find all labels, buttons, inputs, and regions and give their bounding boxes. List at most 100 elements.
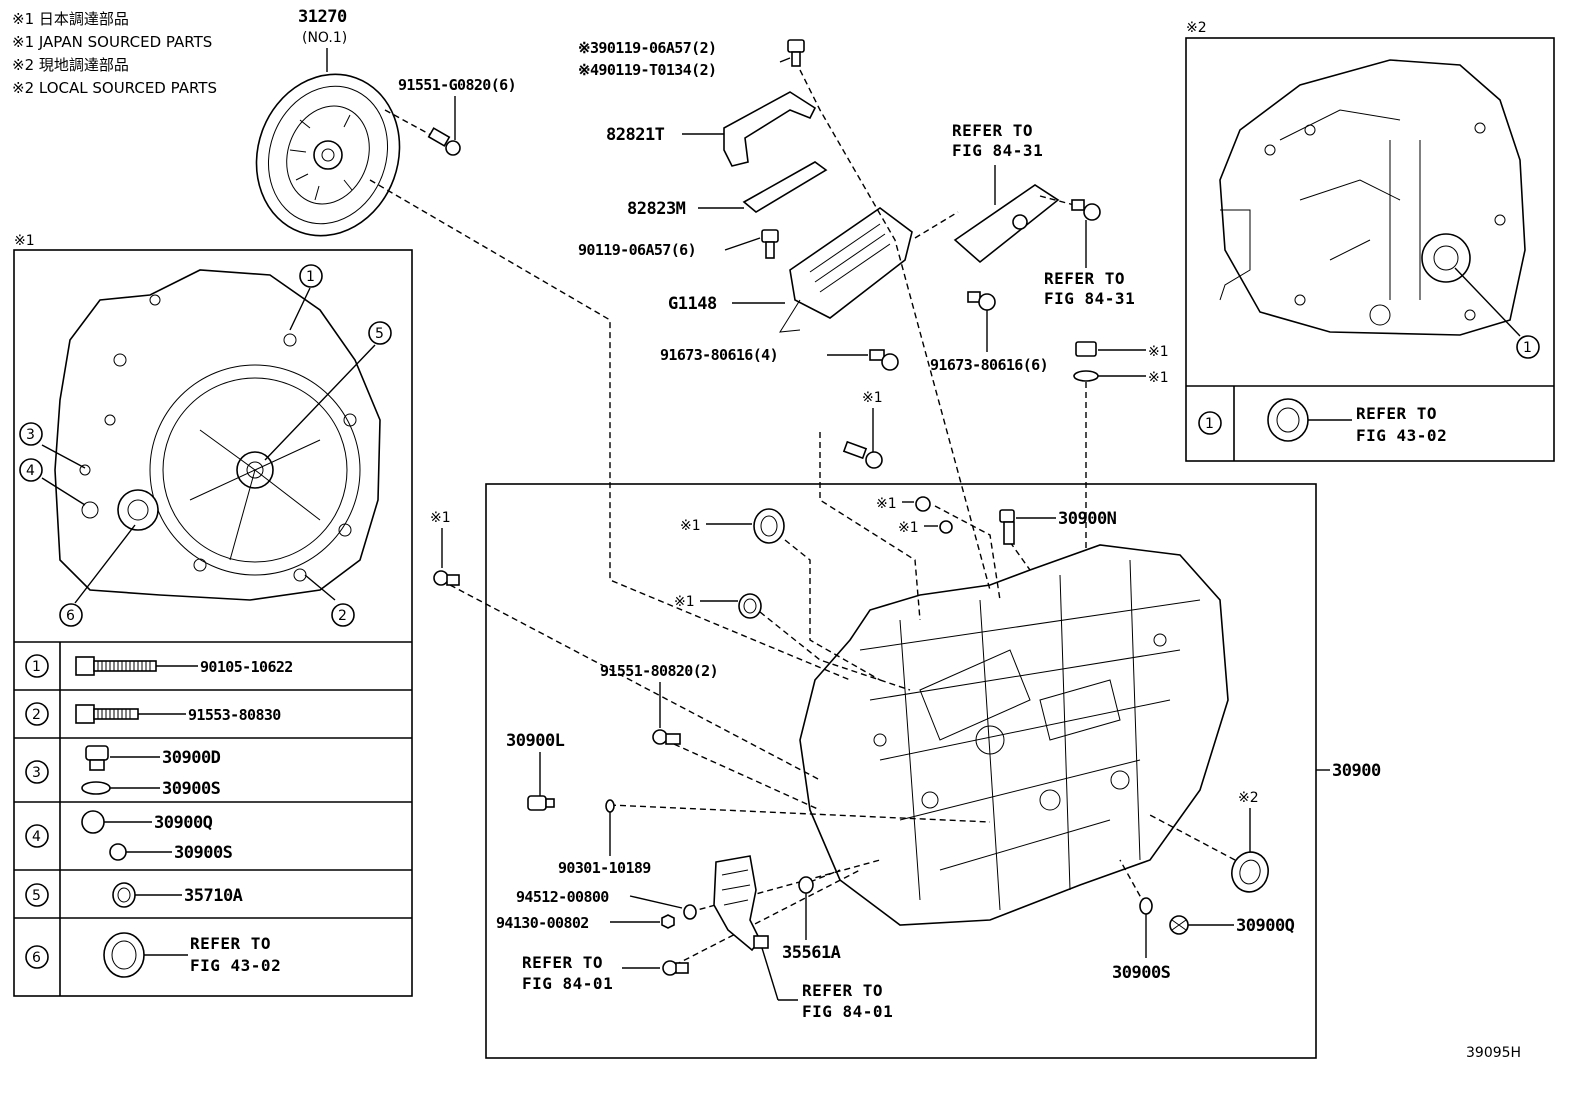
label-g1148[interactable]: G1148 [668, 294, 717, 314]
clutch-part-number[interactable]: 31270 [298, 7, 347, 27]
left-table-row-1[interactable]: 1 90105-10622 [25, 654, 293, 678]
svg-text:3: 3 [32, 765, 41, 781]
washer-marked-1b[interactable]: ※1 ※1 [876, 496, 953, 536]
label-30900l[interactable]: 30900L [506, 731, 565, 751]
row6-refer-to[interactable]: REFER TO [190, 934, 271, 953]
plate-82823m[interactable]: 82823M [627, 161, 828, 219]
refer-to-top[interactable]: REFER TO [952, 121, 1033, 140]
sourcing-notes: ※1 日本調達部品 ※1 JAPAN SOURCED PARTS ※2 現地調達… [12, 10, 217, 97]
svg-text:6: 6 [66, 608, 75, 624]
bolt-91551-80820[interactable]: 91551-80820(2) [600, 662, 719, 745]
left-table-row-4[interactable]: 4 30900Q 30900S [25, 810, 233, 863]
callout-1[interactable] [299, 264, 323, 288]
svg-text:5: 5 [32, 888, 41, 904]
bolt-91551-g0820[interactable]: 91551-G0820(6) [384, 76, 517, 156]
right-callout-1[interactable]: 1 [1454, 267, 1540, 359]
refer-to-mid[interactable]: REFER TO [1044, 269, 1125, 288]
label-390119[interactable]: ※390119-06A57(2) [578, 39, 717, 57]
left-table-row-6[interactable]: 6 REFER TO FIG 43-02 [25, 932, 281, 978]
main-assembly-box [485, 483, 1317, 1059]
seal-35561a[interactable]: 35561A [782, 876, 841, 963]
leader-lines [369, 69, 1236, 966]
fig-84-31-mid[interactable]: FIG 84-31 [1044, 289, 1135, 308]
svg-text:1: 1 [1523, 340, 1532, 356]
right-table-row-1[interactable]: 1 REFER TO FIG 43-02 [1198, 398, 1447, 445]
label-30900n[interactable]: 30900N [1058, 509, 1117, 529]
seal-marked-1d[interactable]: ※1 [674, 593, 762, 619]
note-japan-jp: ※1 日本調達部品 [12, 10, 129, 28]
left-callouts: 1 2 3 4 5 6 [19, 264, 392, 627]
nut-94130[interactable]: 94130-00802 [496, 914, 675, 932]
seal-marked-1c[interactable]: ※1 [680, 508, 785, 544]
washer-94512[interactable]: 94512-00800 [516, 888, 697, 920]
seal-marked-2[interactable]: ※2 [1227, 790, 1272, 896]
bolt-marked-1a[interactable]: ※1 [842, 390, 883, 469]
clutch-plate[interactable]: 31270 (NO.1) [234, 7, 422, 256]
callout-5[interactable] [368, 321, 392, 345]
bolt-91673-a[interactable]: 91673-80616(4) [660, 346, 899, 371]
left-box-mark: ※1 [14, 233, 35, 249]
svg-text:4: 4 [26, 463, 35, 479]
label-91673-6[interactable]: 91673-80616(6) [930, 356, 1049, 374]
callout-3[interactable] [19, 422, 43, 446]
pin-90301[interactable]: 90301-10189 [558, 799, 652, 877]
right-box-mark: ※2 [1186, 20, 1207, 36]
bolt-90119[interactable]: 90119-06A57(6) [578, 229, 779, 259]
part-30900s-row4[interactable]: 30900S [174, 843, 233, 863]
part-30900s-row3[interactable]: 30900S [162, 779, 221, 799]
part-91553-80830[interactable]: 91553-80830 [188, 706, 282, 724]
callout-2[interactable] [331, 603, 355, 627]
breather-30900n[interactable]: 30900N [999, 509, 1117, 545]
callout-6[interactable] [59, 603, 83, 627]
right-fig-43-02[interactable]: FIG 43-02 [1356, 426, 1447, 445]
label-90119[interactable]: 90119-06A57(6) [578, 241, 697, 259]
right-refer-to[interactable]: REFER TO [1356, 404, 1437, 423]
callout-4[interactable] [19, 458, 43, 482]
svg-text:6: 6 [32, 950, 41, 966]
label-82821t[interactable]: 82821T [606, 125, 665, 145]
cover-refer-84-31[interactable]: REFER TO FIG 84-31 REFER TO FIG 84-31 [914, 121, 1135, 308]
label-94130[interactable]: 94130-00802 [496, 914, 589, 932]
transmission-case-30900[interactable]: 30900 [799, 544, 1381, 926]
svg-text:3: 3 [26, 427, 35, 443]
part-90105-10622[interactable]: 90105-10622 [200, 658, 293, 676]
label-30900q-main[interactable]: 30900Q [1236, 916, 1295, 936]
label-91673-4[interactable]: 91673-80616(4) [660, 346, 779, 364]
label-35561a[interactable]: 35561A [782, 943, 841, 963]
bolt-91673-b[interactable]: 91673-80616(6) [930, 291, 1049, 374]
drain-plug-group[interactable]: ※1 ※1 [1073, 341, 1169, 565]
ecu-g1148[interactable]: G1148 [668, 207, 913, 333]
bolt-marked-1e[interactable]: ※1 [430, 510, 460, 586]
refer-to-84-01-right[interactable]: REFER TO [802, 981, 883, 1000]
label-82823m[interactable]: 82823M [627, 199, 686, 219]
bracket-82821t[interactable]: 82821T [606, 91, 817, 167]
bolt-390119[interactable]: ※390119-06A57(2) ※490119-T0134(2) [578, 39, 805, 79]
svg-text:1: 1 [306, 269, 315, 285]
fig-84-31-top[interactable]: FIG 84-31 [952, 141, 1043, 160]
label-90301[interactable]: 90301-10189 [558, 859, 652, 877]
part-30900d[interactable]: 30900D [162, 748, 221, 768]
label-490119[interactable]: ※490119-T0134(2) [578, 61, 717, 79]
row6-fig-43-02[interactable]: FIG 43-02 [190, 956, 281, 975]
label-94512[interactable]: 94512-00800 [516, 888, 610, 906]
seal-30900s-main[interactable]: 30900S [1112, 897, 1171, 983]
fig-84-01-right[interactable]: FIG 84-01 [802, 1002, 893, 1021]
label-30900s-main[interactable]: 30900S [1112, 963, 1171, 983]
plug-30900l[interactable]: 30900L [506, 731, 565, 811]
plug-30900q-main[interactable]: 30900Q [1169, 915, 1295, 936]
label-91551-g0820[interactable]: 91551-G0820(6) [398, 76, 517, 94]
left-table-row-5[interactable]: 5 35710A [25, 882, 243, 908]
svg-text:※1: ※1 [1148, 370, 1169, 386]
left-table-row-3[interactable]: 3 30900D 30900S [25, 745, 221, 799]
label-91551-80820[interactable]: 91551-80820(2) [600, 662, 719, 680]
left-table-row-2[interactable]: 2 91553-80830 [25, 702, 282, 726]
part-30900q-row4[interactable]: 30900Q [154, 813, 213, 833]
refer-84-01-left[interactable]: REFER TO FIG 84-01 [522, 953, 689, 993]
refer-84-01-right[interactable]: REFER TO FIG 84-01 [753, 935, 893, 1021]
label-30900[interactable]: 30900 [1332, 761, 1381, 781]
part-35710a[interactable]: 35710A [184, 886, 243, 906]
fig-84-01-left[interactable]: FIG 84-01 [522, 974, 613, 993]
refer-to-84-01-left[interactable]: REFER TO [522, 953, 603, 972]
switch-assembly[interactable] [713, 855, 761, 952]
